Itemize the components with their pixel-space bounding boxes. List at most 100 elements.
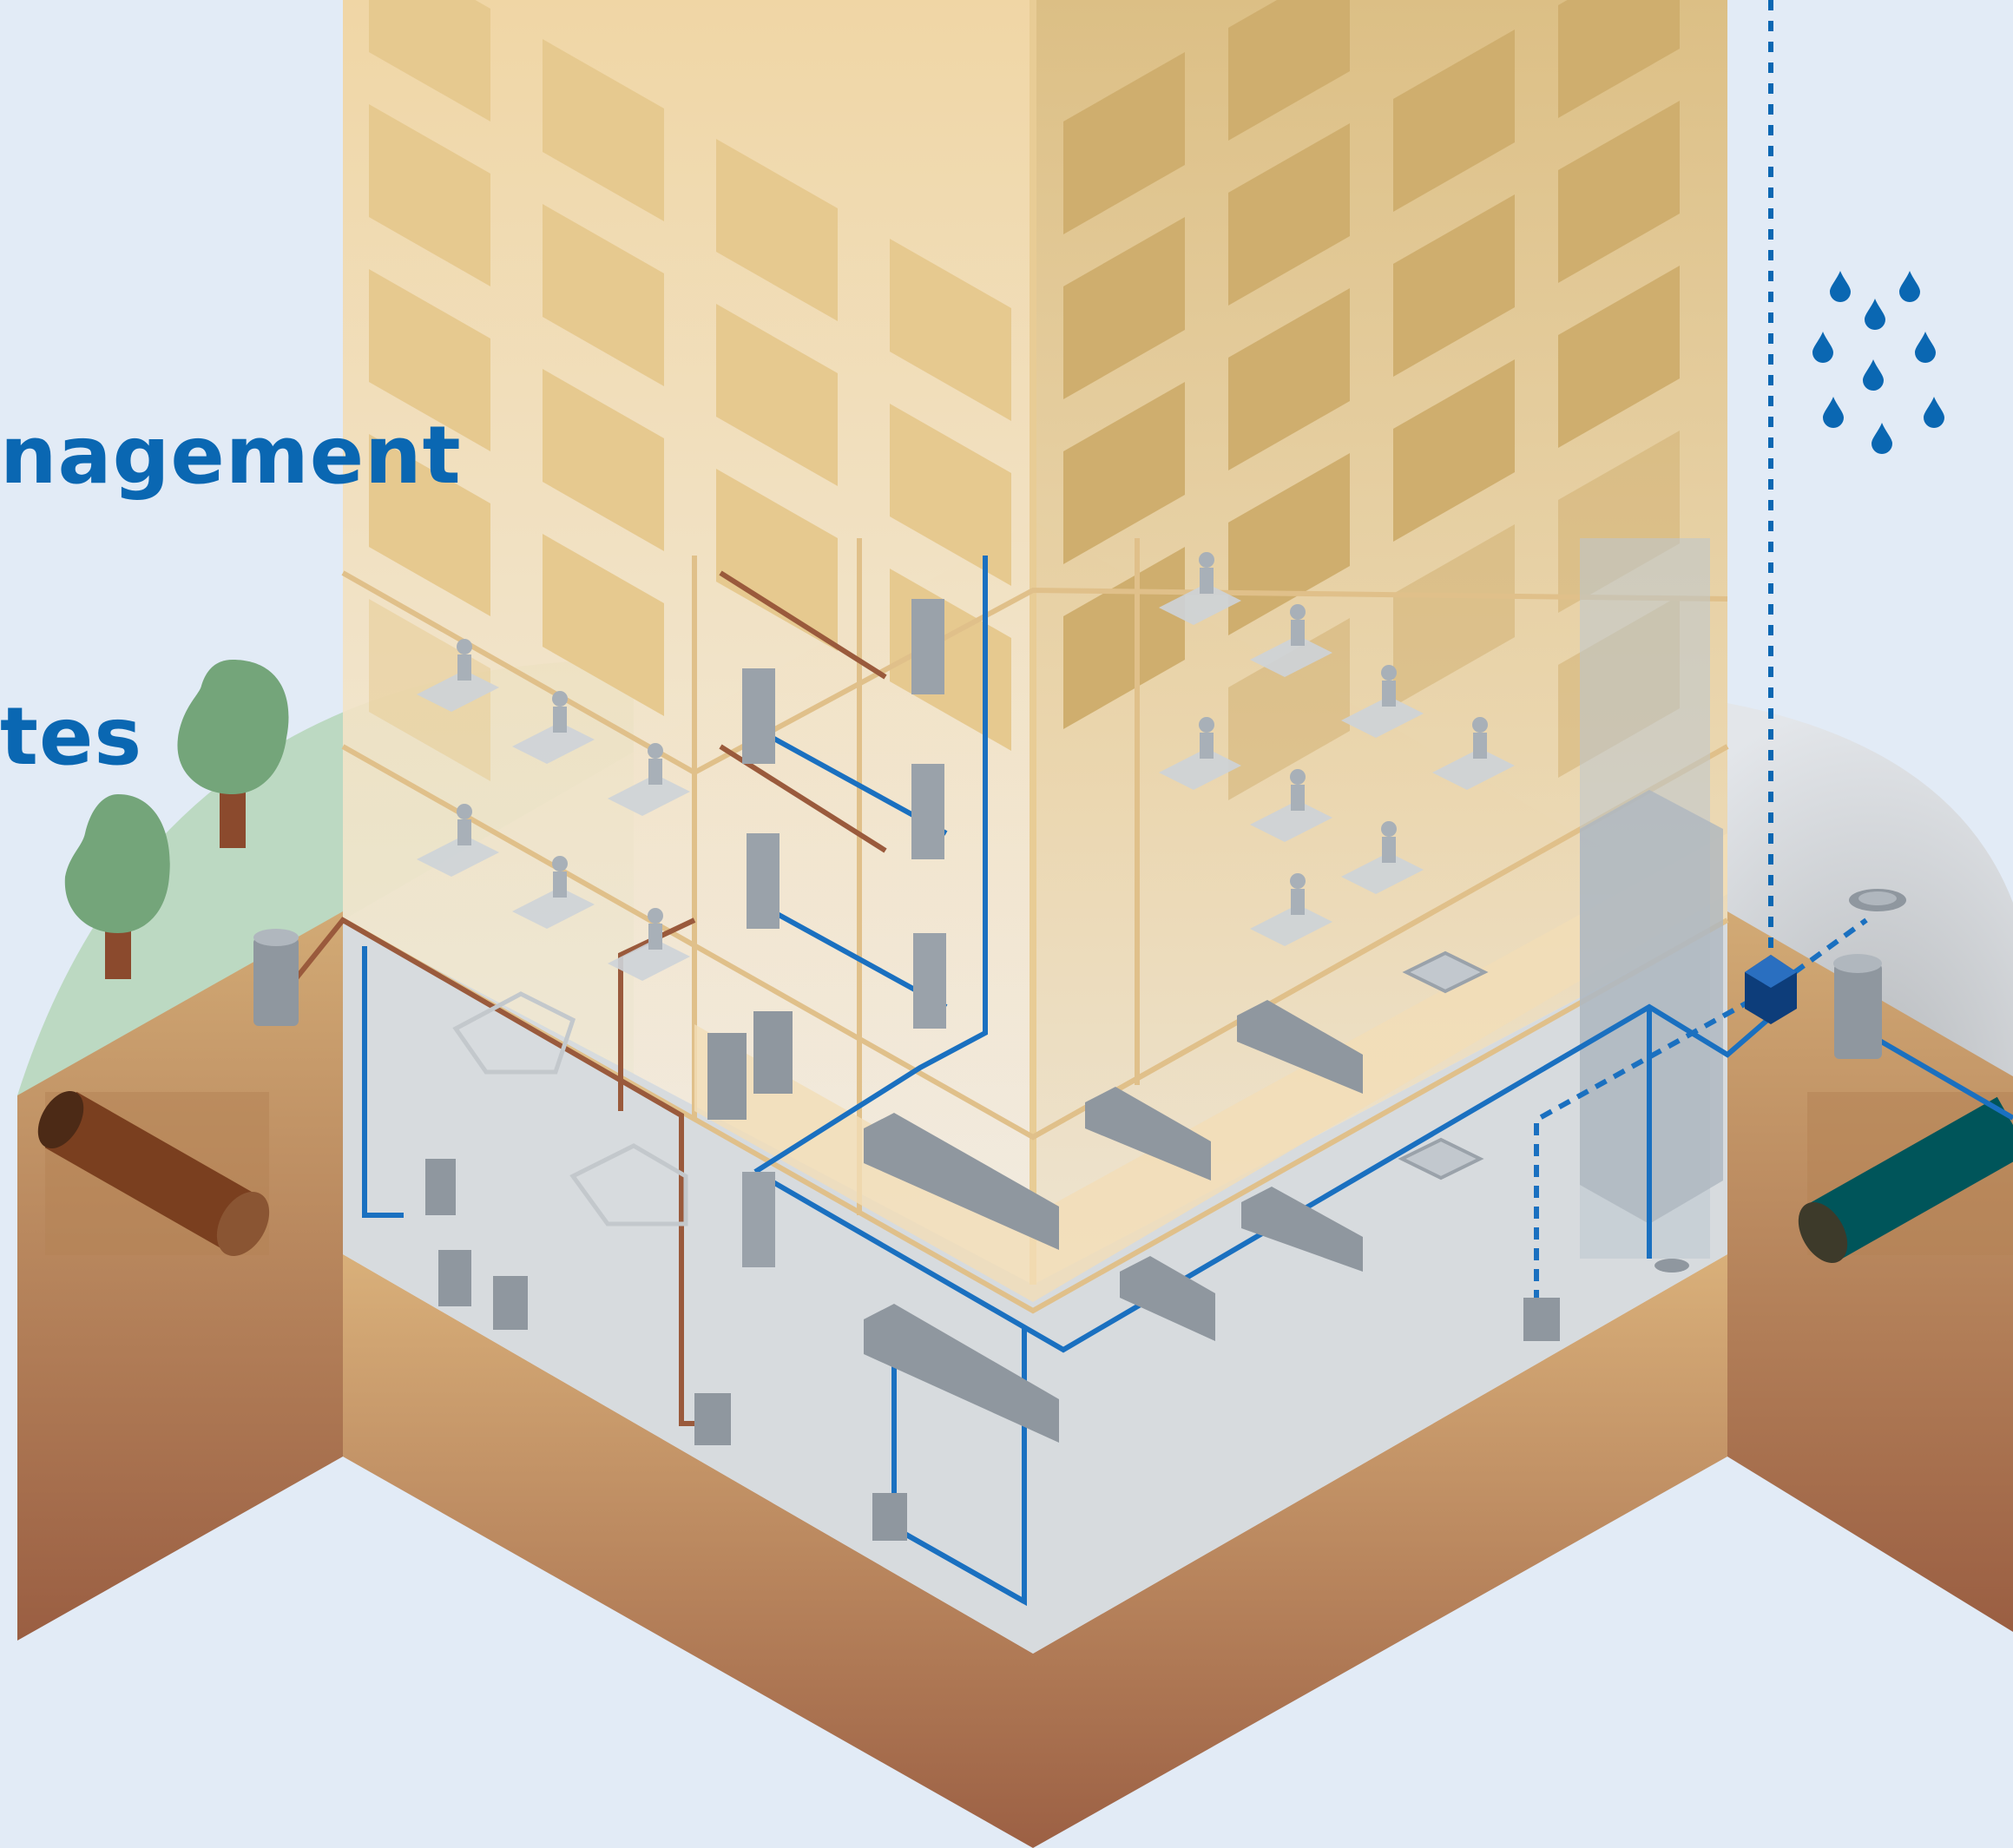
window-pane [890, 239, 1011, 421]
window-pane [369, 269, 490, 451]
utility-cabinets [425, 1011, 1560, 1541]
rain-drop [1872, 423, 1892, 454]
desk [608, 939, 690, 981]
window-pane [1393, 194, 1515, 377]
window-pane [1558, 101, 1680, 283]
desk [512, 722, 595, 764]
page-title: nagement tes [0, 221, 462, 878]
worker-head [1290, 769, 1306, 785]
window-pane [1063, 52, 1185, 234]
worker-body [648, 759, 662, 785]
worker-body [648, 924, 662, 950]
desk [1341, 852, 1424, 894]
car-icon [452, 991, 688, 1227]
window-pane [1393, 359, 1515, 542]
worker-head [552, 691, 568, 707]
toilet-icon [742, 599, 946, 1267]
sewer-main-pipe [37, 1090, 270, 1256]
rain-drop [1812, 332, 1833, 363]
window-pane [1558, 266, 1680, 448]
worker-head [457, 804, 472, 819]
rain-drop [1830, 271, 1851, 302]
foundation-soil-left [343, 1254, 1033, 1848]
window-pane [1393, 524, 1515, 707]
kitchen-counters [864, 1000, 1363, 1443]
worker-body [1291, 785, 1305, 811]
window-pane [1063, 382, 1185, 564]
window-pane [1558, 0, 1680, 118]
stormwater-inlet-box [1745, 955, 1797, 1024]
worker-head [1381, 821, 1397, 837]
tree-icon [64, 660, 289, 979]
worker-head [1199, 552, 1214, 568]
worker-head [457, 639, 472, 654]
desk [1432, 748, 1515, 790]
window-pane [1228, 453, 1350, 635]
desk [1250, 635, 1332, 677]
window-pane [1063, 217, 1185, 399]
worker-head [648, 908, 663, 924]
right-soil-block [1727, 911, 2013, 1632]
window-pane [543, 204, 664, 386]
worker-body [553, 871, 567, 898]
window-pane [1228, 0, 1350, 141]
window-pane [716, 139, 838, 321]
worker-head [1290, 873, 1306, 889]
rain-drop [1899, 271, 1920, 302]
worker-head [648, 743, 663, 759]
window-pane [1228, 123, 1350, 306]
desk [1341, 696, 1424, 738]
worker-body [457, 819, 471, 845]
desk [608, 774, 690, 816]
cafe-table-icon [1398, 950, 1489, 1180]
worker-body [1473, 733, 1487, 759]
title-line-2: tes [0, 690, 143, 783]
desk [417, 835, 499, 877]
worker-head [1472, 717, 1488, 733]
worker-body [1291, 620, 1305, 646]
desk [512, 887, 595, 929]
rain-drops-icon [1812, 271, 1944, 454]
worker-body [1200, 733, 1214, 759]
worker-head [1199, 717, 1214, 733]
manhole-icon [1654, 889, 1906, 1273]
worker-body [553, 707, 567, 733]
title-line-1: nagement [0, 409, 462, 502]
rain-drop [1865, 299, 1885, 330]
overflow-dashed-pipes [1534, 917, 1868, 1302]
window-pane [369, 104, 490, 286]
worker-body [1382, 837, 1396, 863]
worker-body [1291, 889, 1305, 915]
window-pane [543, 39, 664, 221]
stormwater-main-pipe [1798, 1096, 2013, 1264]
worker-head [1290, 604, 1306, 620]
rain-drop [1915, 332, 1936, 363]
foundation-soil-right [1033, 1254, 1727, 1848]
rain-drop [1863, 359, 1884, 391]
worker-body [1200, 568, 1214, 594]
desk [1250, 904, 1332, 946]
desk [417, 670, 499, 712]
window-pane [369, 0, 490, 122]
window-pane [716, 304, 838, 486]
worker-body [1382, 681, 1396, 707]
worker-head [552, 856, 568, 871]
window-pane [716, 469, 838, 651]
worker-head [1381, 665, 1397, 681]
desk [1250, 800, 1332, 842]
window-pane [1228, 288, 1350, 470]
desk [1159, 748, 1241, 790]
window-pane [1393, 30, 1515, 212]
window-pane [369, 434, 490, 616]
rain-drop [1924, 397, 1944, 428]
rain-drop [1823, 397, 1844, 428]
office-worker-icon [417, 552, 1515, 981]
window-pane [543, 534, 664, 716]
desk [1159, 583, 1241, 625]
window-pane [890, 404, 1011, 586]
window-pane [543, 369, 664, 551]
worker-body [457, 654, 471, 681]
window-pane [1228, 618, 1350, 800]
